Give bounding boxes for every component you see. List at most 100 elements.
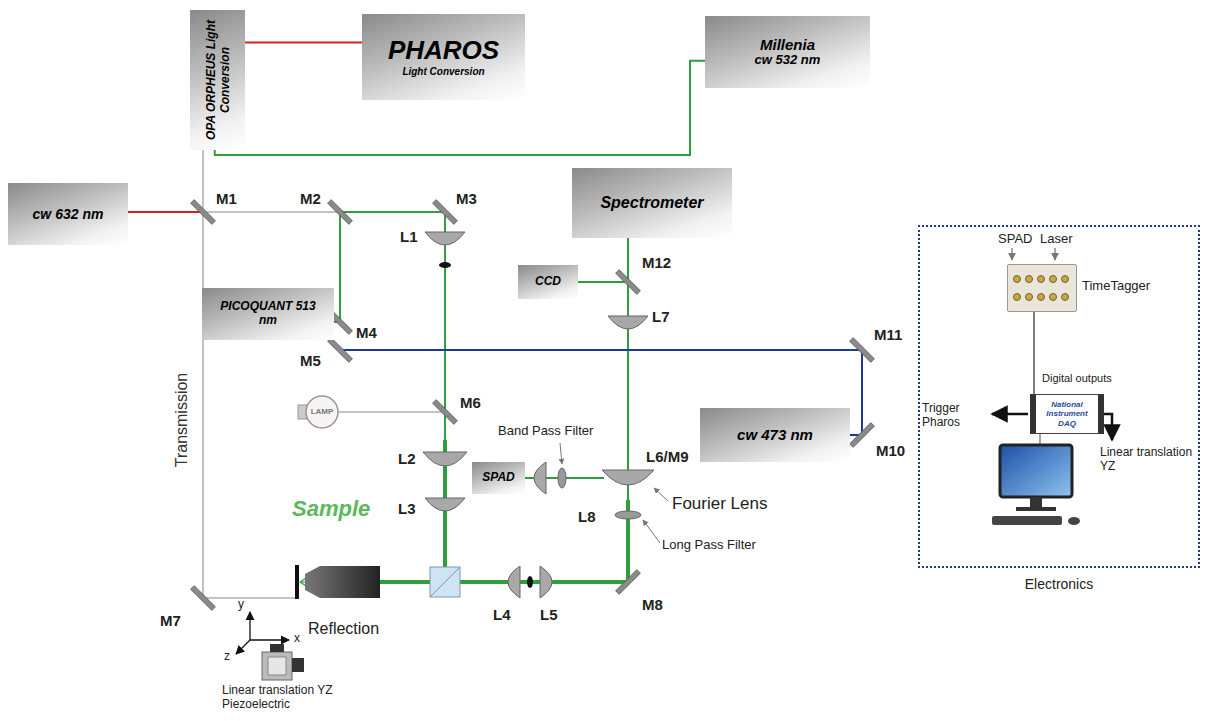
part-label: Band Pass Filter: [498, 424, 593, 439]
signal-arrow: [992, 413, 1028, 416]
filter: [558, 468, 566, 488]
mirror: [191, 200, 216, 225]
electronics-panel: ElectronicsTimeTaggerNational Instrument…: [918, 225, 1200, 568]
lens: [540, 566, 552, 598]
node-title: Electronics: [1025, 576, 1093, 592]
mirror: [328, 200, 353, 225]
green-beam: [380, 580, 628, 584]
red-beam: [128, 211, 203, 213]
leader-line: [643, 520, 660, 543]
computer: [1016, 507, 1056, 511]
connector-knob: [1038, 276, 1045, 283]
connector-knob: [1026, 294, 1033, 301]
part-label: z: [224, 650, 230, 664]
part-label: Laser: [1040, 232, 1073, 247]
green-beam: [340, 211, 445, 213]
part-label: SPAD: [998, 232, 1032, 247]
node-title: cw 473 nm: [737, 426, 813, 443]
part-label: LAMP: [311, 407, 334, 416]
lens: [534, 462, 546, 494]
piezo-stage: [270, 644, 284, 652]
leader-line: [654, 488, 668, 501]
daq-device: National Instrument DAQ: [1030, 394, 1104, 434]
mirror: [850, 338, 875, 363]
part-label: L6/M9: [646, 448, 689, 465]
part-label: L7: [652, 308, 670, 325]
objective-and-sample: [295, 565, 380, 599]
piezo-stage: [262, 644, 304, 680]
part-label: M4: [356, 324, 377, 341]
objective-and-sample: [295, 565, 299, 599]
green-beam: [339, 212, 341, 322]
node-subtitle: Light Conversion: [402, 66, 484, 78]
lens: [423, 232, 654, 598]
part-label: M5: [300, 352, 321, 369]
rotated-text-holder: OPA ORPHEUS Light Conversion: [190, 10, 245, 150]
filter: [439, 262, 451, 268]
electronics-wiring: [1054, 248, 1055, 260]
red-beam: [128, 211, 203, 213]
part-label: M10: [876, 442, 905, 459]
mirror: [616, 570, 641, 595]
laser-beam: [245, 41, 362, 43]
piezo-stage: [268, 657, 286, 675]
lens: [423, 452, 467, 466]
part-label: L3: [398, 500, 416, 517]
lens: [425, 498, 465, 511]
node-title: CCD: [535, 275, 561, 289]
node-title: PICOQUANT 513 nm: [210, 300, 326, 328]
green-beam: [444, 212, 446, 440]
mirror: [433, 200, 458, 225]
part-label: L5: [540, 606, 558, 623]
part-label: M1: [216, 190, 237, 207]
beam-splitter-cube: [430, 567, 460, 597]
part-label: Reflection: [308, 620, 379, 638]
filter: [439, 262, 641, 588]
beam-splitter-cube: [430, 567, 460, 597]
part-label: Linear translation YZ: [1100, 446, 1196, 474]
lens: [425, 232, 465, 245]
computer: [1000, 445, 1072, 497]
node-title: Millenia: [760, 36, 815, 53]
green-beam: [578, 281, 628, 283]
instrument-box: Spectrometer: [572, 168, 732, 238]
filter: [527, 576, 533, 588]
part-label: M7: [160, 612, 181, 629]
green-beam: [300, 212, 628, 590]
part-label: M8: [642, 596, 663, 613]
mirror: [191, 200, 875, 611]
leader-line: [560, 443, 562, 464]
axes: [250, 639, 289, 640]
lens: [602, 470, 654, 485]
node-title: National Instrument DAQ: [1040, 400, 1094, 428]
connector-knob: [1050, 276, 1057, 283]
node-title: TimeTagger: [1082, 279, 1150, 294]
piezo-stage: [262, 652, 292, 680]
node-title: Spectrometer: [600, 194, 703, 212]
white-beam: [203, 150, 445, 598]
laser-source-box: OPA ORPHEUS Light Conversion: [190, 10, 245, 150]
connector-knob: [1014, 294, 1021, 301]
beam-splitter-cube: [430, 567, 460, 597]
part-label: y: [238, 598, 244, 612]
white-beam: [202, 150, 204, 598]
mirror: [850, 423, 875, 448]
computer: [992, 516, 1062, 525]
laser-source-box: cw 473 nm: [700, 408, 850, 462]
lens: [508, 566, 520, 598]
part-label: Sample: [292, 496, 370, 521]
piezo-stage: [292, 658, 304, 672]
laser-source-box: PHAROSLight Conversion: [362, 14, 525, 100]
part-label: L1: [400, 228, 418, 245]
instrument-box: CCD: [518, 265, 578, 299]
node-subtitle: cw 532 nm: [755, 53, 821, 68]
computer: [992, 445, 1080, 525]
device-knobs: [1008, 265, 1076, 311]
laser-beam: [215, 61, 705, 155]
signal-cable: [1033, 312, 1035, 394]
mirror: [328, 338, 353, 363]
node-title: SPAD: [482, 471, 514, 485]
